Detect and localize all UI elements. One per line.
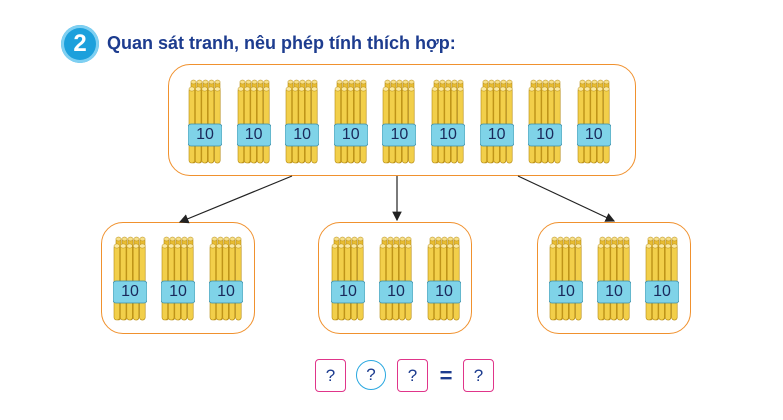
top-bundle-9: 10: [576, 77, 611, 165]
right-bundle-2: 10: [597, 234, 631, 322]
bundle-label: 10: [217, 283, 235, 300]
top-bundle-2: 10: [236, 77, 271, 165]
arrow-to-left-group: [178, 175, 293, 224]
left-bundle-2: 10: [161, 234, 195, 322]
top-bundle-7: 10: [479, 77, 514, 165]
exercise-instruction: Quan sát tranh, nêu phép tính thích hợp:: [107, 33, 456, 53]
left-bundle-3: 10: [209, 234, 243, 322]
middle-bundle-3: 10: [427, 234, 461, 322]
right-bundle-1: 10: [549, 234, 583, 322]
bundle-label: 10: [169, 283, 187, 300]
top-bundle-6: 10: [431, 77, 465, 165]
equation-equals-sign: =: [439, 363, 453, 388]
bundle-label: 10: [390, 126, 409, 143]
equation-operator-circle[interactable]: ?: [356, 360, 386, 390]
exercise-number-badge: 2: [61, 25, 99, 63]
bundle-label: 10: [196, 126, 214, 143]
bundle-label: 10: [121, 283, 139, 300]
bundle-label: 10: [439, 126, 457, 143]
top-bundle-4: 10: [333, 77, 368, 165]
bundle-label: 10: [605, 283, 623, 300]
bundle-label: 10: [487, 126, 506, 143]
top-bundle-8: 10: [528, 77, 563, 165]
middle-bundle-2: 10: [379, 234, 413, 322]
arrow-to-right-group: [517, 175, 616, 222]
bundle-label: 10: [293, 126, 312, 143]
top-bundle-5: 10: [382, 77, 417, 165]
bundle-label: 10: [435, 283, 453, 300]
bundle-label: 10: [557, 283, 575, 300]
bundle-label: 10: [536, 126, 555, 143]
bundle-label: 10: [387, 283, 405, 300]
bundle-label: 10: [653, 283, 671, 300]
middle-bundle-1: 10: [331, 234, 365, 322]
top-bundle-1: 10: [188, 77, 222, 165]
equation-operand1-box[interactable]: ?: [315, 359, 346, 392]
right-bundle-3: 10: [645, 234, 679, 322]
bundle-label: 10: [584, 126, 603, 143]
bundle-label: 10: [341, 126, 360, 143]
bundle-label: 10: [244, 126, 263, 143]
bundle-label: 10: [339, 283, 357, 300]
equation-operand2-box[interactable]: ?: [397, 359, 428, 392]
top-bundle-3: 10: [285, 77, 320, 165]
equation-result-box[interactable]: ?: [463, 359, 494, 392]
left-bundle-1: 10: [113, 234, 147, 322]
